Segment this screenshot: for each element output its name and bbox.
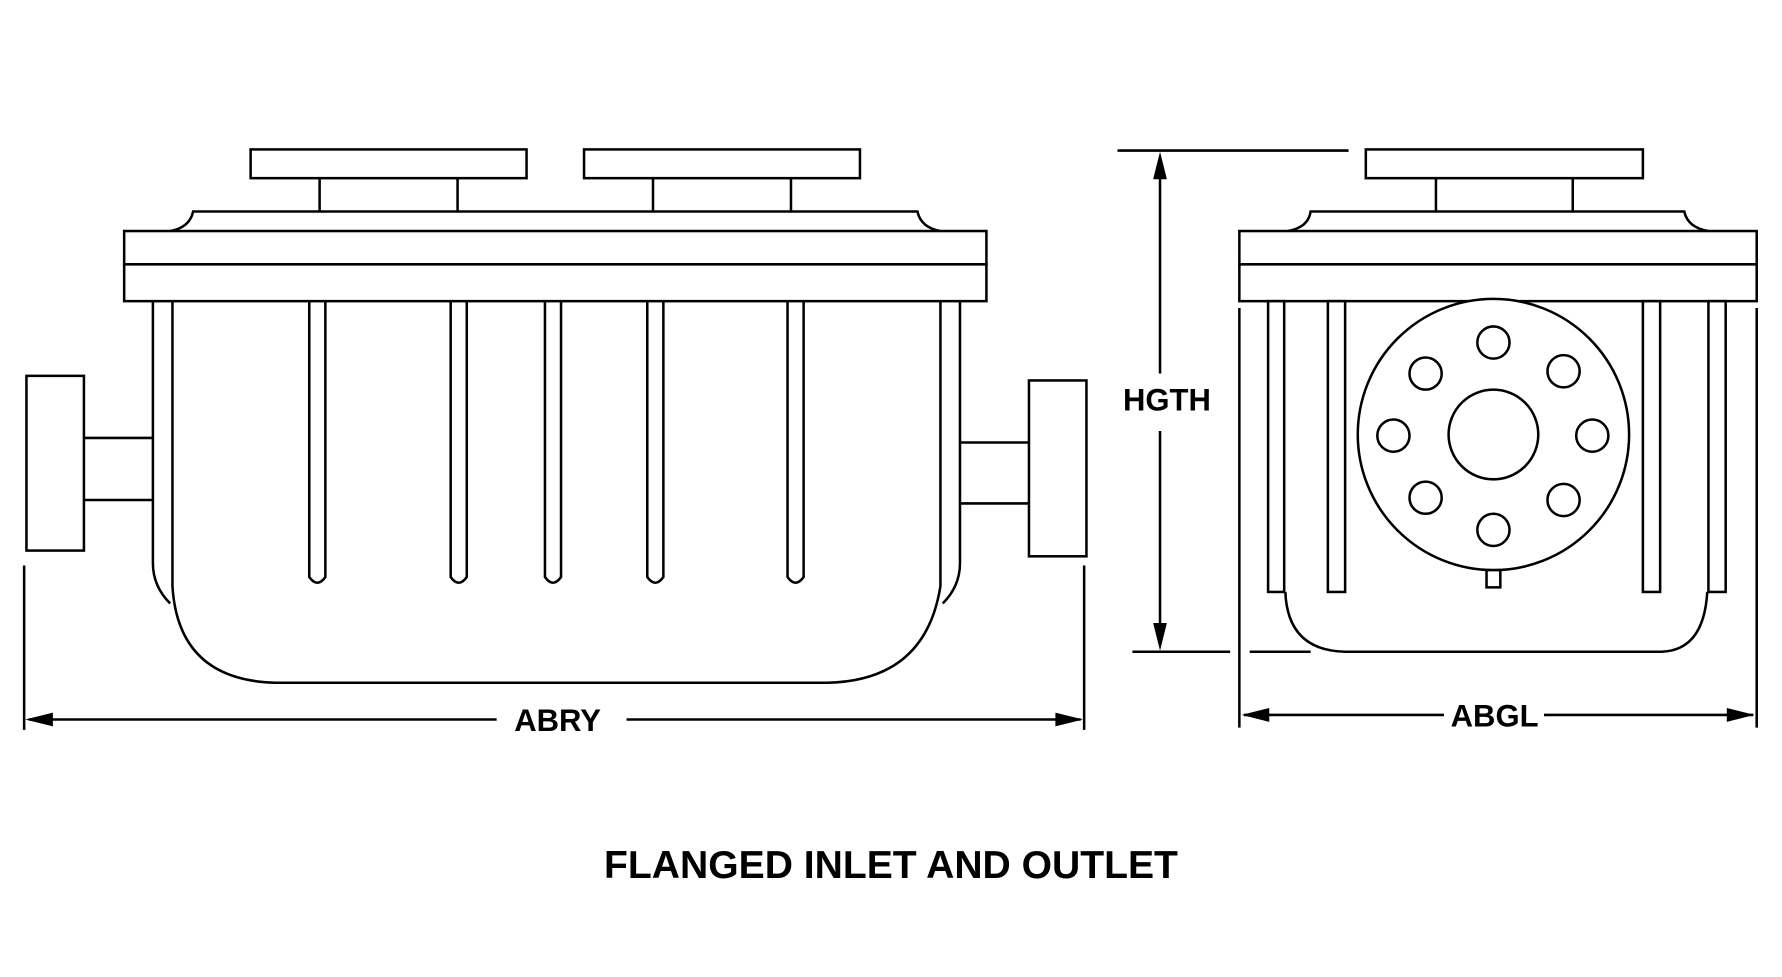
front-view: ABRY bbox=[22, 148, 1088, 738]
flange-face bbox=[1356, 297, 1631, 589]
side-view: HGTH ABGL bbox=[1117, 148, 1758, 733]
housing-body bbox=[171, 301, 942, 685]
outlet-flange bbox=[1027, 379, 1088, 558]
cover-flange-upper bbox=[122, 229, 988, 266]
filter-elements bbox=[307, 301, 805, 584]
dimension-label-width: ABGL bbox=[1451, 698, 1539, 733]
top-flange-right bbox=[582, 148, 862, 180]
side-top-flange bbox=[1364, 148, 1645, 180]
dimension-label-length: ABRY bbox=[514, 703, 601, 738]
cover-flange-lower bbox=[122, 263, 988, 303]
inlet-flange bbox=[25, 374, 86, 552]
top-flange-left bbox=[249, 148, 528, 180]
drawing-title: FLANGED INLET AND OUTLET bbox=[604, 844, 1178, 887]
dimension-label-height: HGTH bbox=[1123, 382, 1211, 417]
cover-lid bbox=[169, 210, 941, 233]
